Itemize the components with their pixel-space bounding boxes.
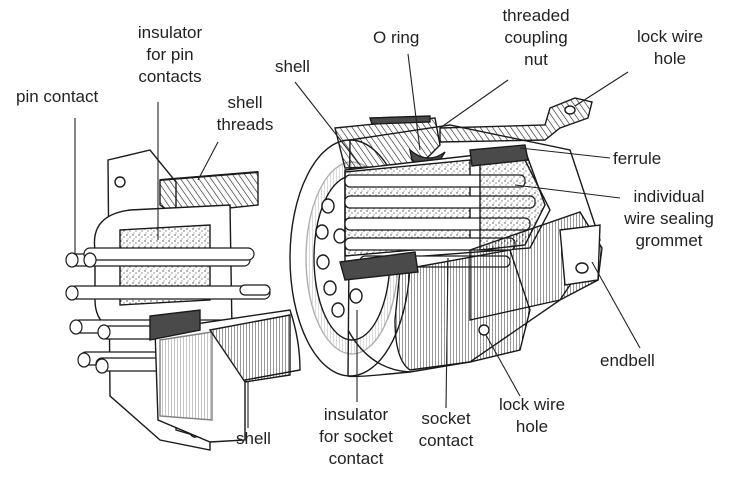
receptacle-lower-barrel [394,249,531,371]
flange-hole-top [114,176,126,188]
label-ferrule: ferrule [613,149,662,168]
label-endbell: endbell [600,351,655,370]
socket-holes [315,198,363,318]
label-o-ring: O ring [373,28,420,47]
leader-lock-wire-top [574,71,629,107]
label-shell-bottom: shell [236,429,271,448]
leader-socket-contact [445,257,449,409]
label-lock-wire-hole-bottom: lock wire hole [498,395,566,436]
label-threaded-coupling-nut: threaded coupling nut [502,6,570,69]
leader-ferrule [519,147,611,159]
ferrule [469,144,529,167]
leader-shell-top [294,81,361,166]
leader-o-ring [407,53,421,151]
leader-coupling-nut [439,79,509,129]
label-lock-wire-hole-top: lock wire hole [636,27,704,68]
leader-shell-threads [197,141,219,181]
leader-endbell [591,261,641,349]
leader-lock-wire-bottom [485,334,521,397]
label-socket-contact: socket contact [418,409,474,450]
leader-lines [74,53,641,428]
leader-grommet [514,184,621,199]
label-individual-wire-sealing-grommet: individual wire sealing grommet [624,187,714,250]
label-shell-top: shell [275,57,310,76]
lock-wire-hole-lower [478,324,490,336]
receptacle-assembly [289,97,603,378]
label-insulator-for-pin-contacts: insulator for pin contacts [137,23,203,86]
label-insulator-for-socket-contact: insulator for socket contact [319,405,393,468]
plug-assembly [65,149,301,451]
lock-wire-tab [439,97,593,143]
label-shell-threads: shell threads [216,93,274,134]
label-pin-contact: pin contact [16,87,99,106]
